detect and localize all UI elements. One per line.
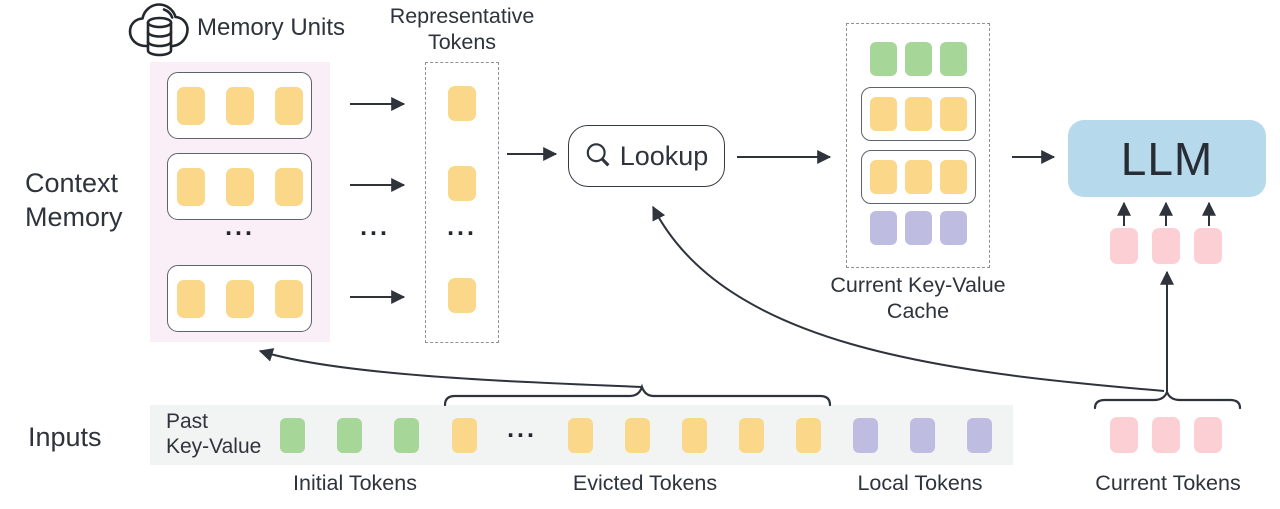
green-token — [939, 42, 967, 76]
column-ellipsis: ... — [360, 213, 390, 241]
evicted-tokens-group — [568, 418, 821, 453]
green-token — [394, 418, 419, 453]
yellow-token — [225, 86, 254, 125]
lookup-label: Lookup — [619, 140, 709, 171]
llm-box: LLM — [1068, 120, 1266, 197]
yellow-token — [905, 160, 932, 194]
yellow-token — [796, 418, 821, 453]
yellow-token — [905, 97, 932, 131]
memory-ellipsis: ... — [225, 213, 255, 241]
current-kv-cache-box — [846, 23, 990, 268]
yellow-token — [225, 167, 254, 206]
local-tokens-group — [853, 418, 992, 453]
representative-token — [448, 166, 476, 201]
current-tokens-label: Current Tokens — [1095, 471, 1241, 495]
local-tokens-label: Local Tokens — [857, 471, 983, 495]
green-token — [869, 42, 897, 76]
representative-tokens-box — [425, 62, 499, 343]
memory-unit — [167, 153, 312, 220]
purple-token — [904, 211, 932, 245]
representative-tokens-label: Representative Tokens — [389, 4, 535, 54]
green-token — [280, 418, 305, 453]
pink-token — [1152, 228, 1180, 264]
llm-label: LLM — [1120, 132, 1214, 185]
evicted-tokens-brace — [443, 383, 832, 407]
purple-token — [853, 418, 878, 453]
current-tokens-group — [1110, 417, 1222, 453]
representative-token — [448, 278, 476, 313]
evicted-tokens-label: Evicted Tokens — [572, 471, 718, 495]
yellow-token — [940, 97, 967, 131]
cloud-database-icon — [128, 3, 189, 57]
memory-unit — [167, 265, 312, 332]
yellow-token — [870, 97, 897, 131]
yellow-token — [448, 278, 476, 313]
current-kv-cache-label: Current Key-Value Cache — [830, 273, 1006, 323]
yellow-token — [870, 160, 897, 194]
yellow-token — [448, 166, 476, 201]
pink-token — [1152, 417, 1180, 453]
yellow-token — [274, 279, 303, 318]
memory-units-label: Memory Units — [197, 14, 346, 41]
yellow-token — [225, 279, 254, 318]
yellow-token — [940, 160, 967, 194]
evicted-tokens-group — [452, 418, 477, 453]
yellow-token — [625, 418, 650, 453]
pink-token — [1194, 228, 1222, 264]
representative-token — [448, 86, 476, 121]
context-memory-panel — [150, 62, 330, 342]
green-token — [904, 42, 932, 76]
search-icon — [586, 143, 610, 167]
purple-token — [910, 418, 935, 453]
past-key-value-label: Past Key-Value — [166, 410, 262, 458]
purple-token — [939, 211, 967, 245]
representative-ellipsis: ... — [447, 213, 477, 241]
pink-token — [1110, 417, 1138, 453]
yellow-token — [682, 418, 707, 453]
purple-token — [967, 418, 992, 453]
cache-local-row — [847, 211, 989, 245]
green-token — [337, 418, 362, 453]
initial-tokens-label: Initial Tokens — [293, 471, 417, 495]
context-memory-label: Context Memory — [25, 168, 123, 232]
yellow-token — [448, 86, 476, 121]
strip-ellipsis: ... — [507, 415, 537, 443]
cache-retrieved-unit — [861, 150, 976, 204]
pink-token — [1110, 228, 1138, 264]
yellow-token — [452, 418, 477, 453]
inputs-label: Inputs — [28, 422, 102, 452]
arrow-evicted-to-memory — [258, 348, 643, 388]
yellow-token — [176, 86, 205, 125]
cache-retrieved-unit — [861, 87, 976, 141]
yellow-token — [568, 418, 593, 453]
cache-initial-row — [847, 42, 989, 76]
llm-input-tokens — [1110, 228, 1222, 264]
pink-token — [1194, 417, 1222, 453]
yellow-token — [274, 167, 303, 206]
purple-token — [869, 211, 897, 245]
lookup-button: Lookup — [568, 125, 725, 187]
yellow-token — [739, 418, 764, 453]
initial-tokens-group — [280, 418, 419, 453]
current-tokens-brace — [1093, 388, 1242, 410]
yellow-token — [176, 279, 205, 318]
yellow-token — [274, 86, 303, 125]
yellow-token — [176, 167, 205, 206]
memory-unit — [167, 72, 312, 139]
